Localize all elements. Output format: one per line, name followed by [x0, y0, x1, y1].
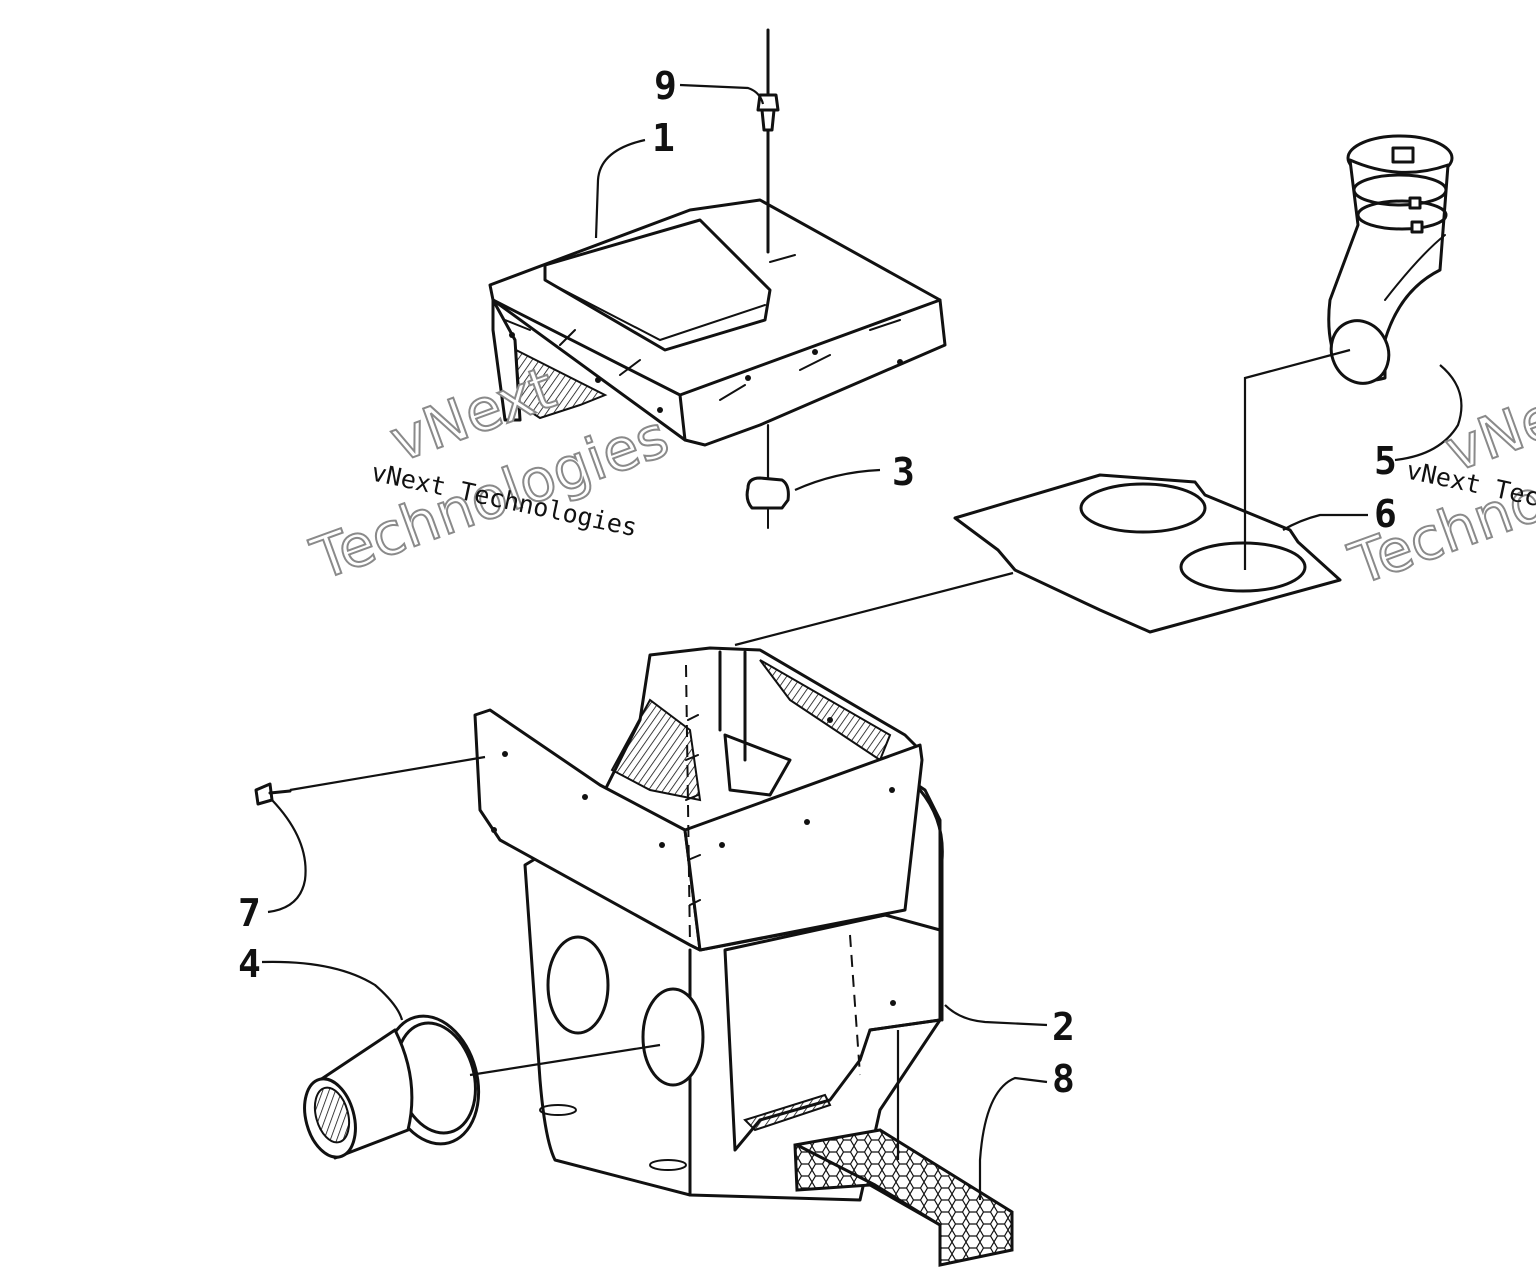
part-2-upper-box: [473, 646, 924, 952]
part-4-intake-funnel: [303, 1014, 481, 1160]
callout-6: 6: [1374, 492, 1397, 536]
callout-9: 9: [654, 64, 677, 108]
part-1-cover: [488, 198, 947, 447]
part-5-elbow-duct: [1327, 134, 1454, 385]
assembly-lines: [261, 83, 1463, 1200]
callout-2: 2: [1052, 1005, 1075, 1049]
part-6-plate: [953, 473, 1342, 634]
callout-3: 3: [892, 450, 915, 494]
callout-labels: 9 1 3 5 6 7 4 2 8: [238, 64, 1397, 1101]
part-8-mesh-screen: [793, 1128, 1014, 1267]
callout-7: 7: [238, 891, 261, 935]
part-9-pin: [756, 28, 780, 254]
watermark-right: vNext Technologies vNext Technologies: [1340, 362, 1536, 599]
callout-5: 5: [1374, 439, 1397, 483]
callout-1: 1: [652, 116, 675, 160]
callout-4: 4: [238, 942, 261, 986]
callout-8: 8: [1052, 1057, 1075, 1101]
